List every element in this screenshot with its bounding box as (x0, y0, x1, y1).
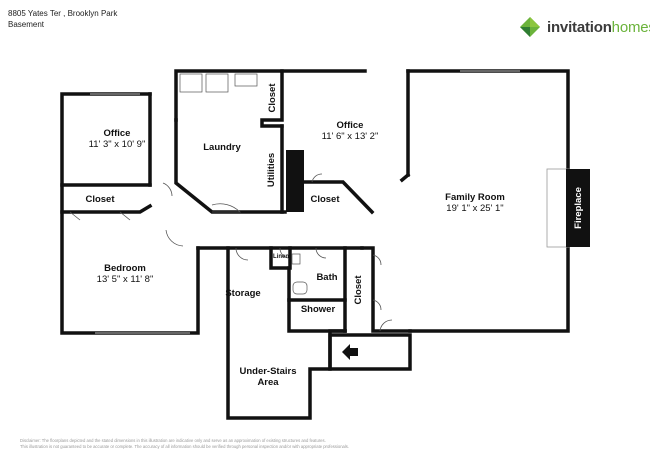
bedroom-label: Bedroom (104, 263, 146, 274)
disclaimer-line-1: Disclaimer: The floorplans depicted and … (20, 438, 326, 443)
level-label: Basement (8, 20, 45, 29)
office-center-label: Office (337, 120, 364, 131)
closet-center-label: Closet (310, 194, 340, 205)
family-room-dims: 19' 1" x 25' 1" (446, 203, 503, 214)
brand-name: invitationhomes (547, 19, 650, 36)
office-center-dims: 11' 6" x 13' 2" (322, 131, 379, 142)
shower-label: Shower (301, 304, 336, 315)
disclaimer: Disclaimer: The floorplans depicted and … (20, 438, 420, 450)
bedroom-dims: 13' 5" x 11' 8" (97, 274, 154, 285)
fireplace-label: Fireplace (573, 187, 584, 229)
under-stairs-label: Under-Stairs (239, 366, 296, 377)
brand-name-bold: invitation (547, 18, 612, 36)
address-line: 8805 Yates Ter , Brooklyn Park (8, 9, 118, 18)
brand-name-light: homes (611, 18, 650, 36)
fixtures (179, 73, 308, 295)
fireplace-block (566, 169, 590, 247)
walls (60, 69, 570, 420)
closet-bath-label: Closet (353, 275, 364, 305)
family-room-label: Family Room (445, 192, 505, 203)
logo-mark-icon (520, 17, 540, 37)
closet-top-label: Closet (267, 83, 278, 113)
linen-label: Linen (273, 254, 289, 260)
closet-left-label: Closet (85, 194, 115, 205)
storage-label: Storage (225, 288, 260, 299)
under-stairs-label-2: Area (257, 377, 279, 388)
office-left-dims: 11' 3" x 10' 9" (89, 139, 146, 150)
bath-label: Bath (316, 272, 337, 283)
door-swings (69, 173, 393, 332)
office-left-label: Office (104, 128, 131, 139)
utilities-label: Utilities (266, 153, 277, 187)
utility-block (286, 150, 304, 212)
disclaimer-line-2: This illustration is not guaranteed to b… (20, 444, 350, 449)
stairs-arrow-icon (342, 344, 358, 360)
brand-logo: invitationhomes (519, 16, 650, 38)
laundry-label: Laundry (203, 142, 241, 153)
fireplace-hearth (546, 168, 570, 248)
